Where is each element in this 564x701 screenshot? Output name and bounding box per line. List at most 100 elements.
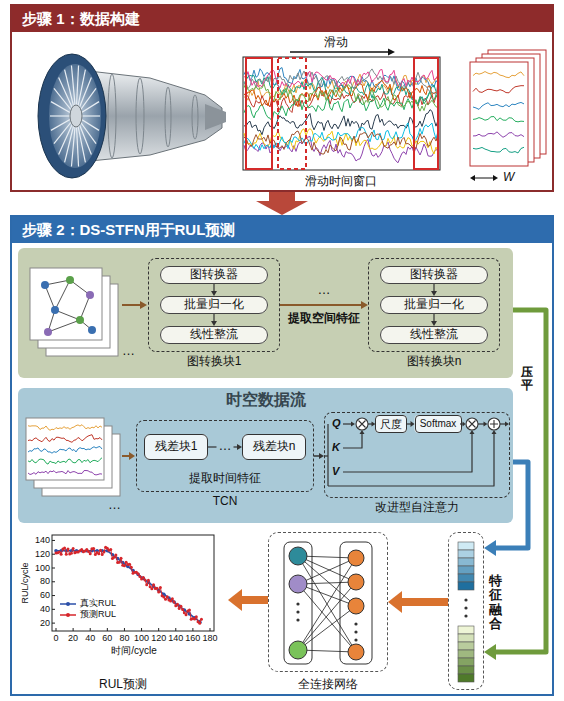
connector: [484, 310, 546, 660]
flow-arrow: [343, 430, 365, 448]
multiply-symbol: [466, 418, 478, 430]
tick-label: 20: [68, 633, 78, 643]
rul-chart: [89, 552, 92, 555]
sensor-plot: [414, 58, 438, 169]
sensor-plot: [244, 129, 438, 154]
box-label: 图转换块1: [148, 355, 280, 369]
box-text: 残差块1: [145, 435, 207, 459]
feature-vector-cells: [458, 642, 474, 650]
tick-label: 20: [40, 618, 50, 628]
network-drawing: [298, 556, 356, 582]
annotation: …: [217, 439, 234, 454]
graph-cards: [30, 268, 118, 356]
arrow-line: [433, 314, 434, 322]
engine-illustration: [205, 104, 226, 130]
feature-vector-cells: [458, 542, 474, 682]
process-box: 残差块n: [242, 434, 306, 460]
connector-part: [314, 453, 324, 459]
rul-chart: [52, 623, 55, 624]
network-drawing: [298, 582, 356, 650]
network-drawing: [296, 618, 299, 621]
box-text: 图转换器: [161, 267, 267, 283]
rul-chart: [138, 575, 141, 578]
connector-part: [484, 310, 546, 660]
engine-illustration: [165, 87, 171, 147]
box-label: 全连接网络: [268, 678, 388, 692]
rul-chart: [56, 628, 57, 631]
feature-vector-cells: [458, 550, 474, 558]
sensor-plot: [246, 58, 272, 169]
connector-part: [211, 284, 217, 296]
box-ground: [10, 215, 554, 696]
rul-chart: [63, 546, 66, 549]
block-group: 提取时间特征TCN残差块1残差块n: [136, 420, 314, 492]
rul-chart: [188, 608, 191, 611]
rul-chart: [73, 628, 74, 631]
process-box: 尺度: [375, 415, 407, 433]
tick-label: 180: [202, 633, 217, 643]
feature-vector: 特征融合: [448, 532, 484, 690]
arrow-line: [400, 598, 448, 606]
process-box: 图转换器: [160, 266, 268, 284]
box-label: RUL预测: [18, 678, 228, 692]
window-stack: [470, 50, 546, 166]
feature-vector-cells: [458, 574, 474, 582]
rul-chart: [173, 600, 176, 603]
arrow-line: [343, 433, 362, 448]
arrow-line: [314, 455, 320, 457]
engine-illustration: [38, 54, 106, 178]
sensor-plot: [244, 68, 438, 163]
connector-part: [484, 462, 528, 556]
block-group: 图转换块1图转换器批量归一化线性整流: [148, 258, 280, 352]
arrow-head: [360, 430, 365, 434]
window-stack: [470, 62, 528, 166]
rul-chart: [171, 597, 174, 600]
box-ground: [18, 248, 513, 378]
engine-illustration: [70, 105, 82, 127]
network-drawing: [348, 550, 364, 566]
box-text: 线性整流: [161, 327, 267, 343]
series-cards: [28, 458, 102, 464]
series-cards: [28, 425, 102, 431]
window-stack: [473, 72, 524, 78]
flow-arrow: [470, 175, 498, 181]
multiply-symbol: [466, 418, 478, 430]
box-ground: [10, 4, 554, 192]
process-box: 批量归一化: [160, 296, 268, 314]
arrow-head: [505, 422, 509, 427]
connector: [431, 284, 437, 296]
arrow-head: [388, 591, 402, 613]
engine-illustration: [136, 78, 144, 154]
rul-chart: [101, 553, 104, 556]
arrow-line: [343, 433, 472, 472]
arrow-head: [484, 540, 496, 556]
feature-vector-cells: [458, 658, 474, 666]
rul-chart: [195, 615, 198, 618]
engine-illustration: [50, 66, 100, 167]
rul-chart: [52, 554, 55, 555]
arrow-line: [213, 284, 214, 292]
rul-chart: [147, 579, 150, 582]
network-drawing: [289, 575, 307, 593]
arrow-line: [368, 423, 372, 424]
rul-chart: [97, 552, 100, 555]
tick-label: 60: [102, 633, 112, 643]
arrow-line: [500, 423, 506, 424]
window-stack: [473, 132, 524, 137]
legend-text: 真实RUL: [80, 598, 116, 608]
connector: [484, 462, 528, 556]
feature-vector-cells: [458, 626, 474, 634]
arrow-head: [411, 421, 415, 427]
connector: [388, 591, 448, 613]
box-ground: [415, 415, 462, 433]
box-text: 批量归一化: [381, 297, 487, 313]
box-label: 改进型自注意力: [324, 501, 510, 515]
rul-chart: [179, 605, 182, 608]
rul-chart: [52, 609, 55, 610]
arrow-head: [493, 175, 498, 181]
tick-label: 120: [35, 549, 50, 559]
network-drawing: [348, 574, 364, 590]
network-drawing: [298, 558, 356, 650]
